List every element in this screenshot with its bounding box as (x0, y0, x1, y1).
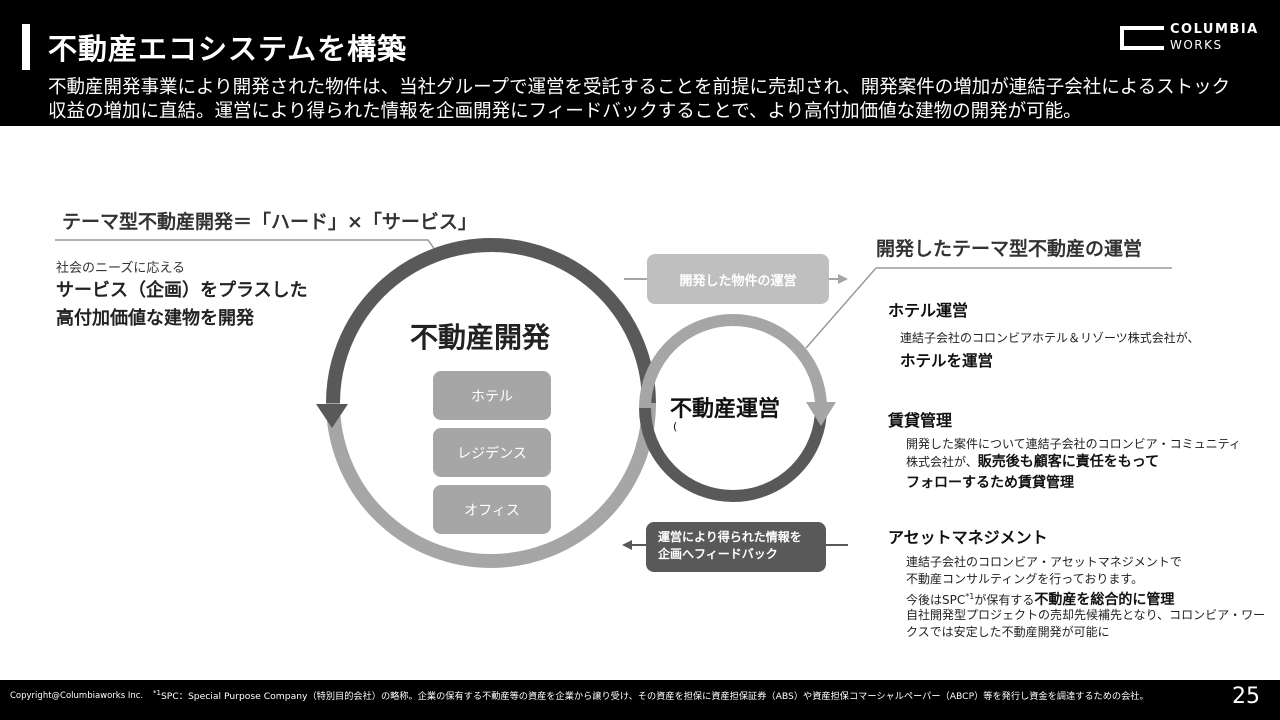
asset-desc-3-mid: が保有する (974, 593, 1035, 607)
page-title: 不動産エコシステムを構築 (48, 32, 408, 66)
lead-text: 不動産開発事業により開発された物件は、当社グループで運営を受託することを前提に売… (48, 77, 1231, 122)
header-band (0, 0, 1280, 126)
asset-footnote-ref: *1 (965, 592, 975, 601)
feedback-line-1: 運営により得られた情報を (658, 530, 802, 544)
service-line-2: 高付加価値な建物を開発 (56, 308, 254, 329)
feedback-line-2: 企画へフィードバック (658, 547, 778, 561)
asset-section-title: アセットマネジメント (888, 528, 1048, 547)
hotel-emphasis: ホテルを運営 (900, 352, 994, 370)
asset-desc-5: クスでは安定した不動産開発が可能に (906, 625, 1110, 639)
asset-desc-3-plain: 今後はSPC (906, 593, 966, 607)
footnote: *1SPC：Special Purpose Company（特別目的会社）の略称… (153, 688, 1149, 702)
needs-label: 社会のニーズに応える (56, 261, 185, 276)
right-connector (805, 267, 877, 349)
type-residence-pill: レジデンス (433, 428, 551, 477)
rental-desc-2: 株式会社が、販売後も顧客に責任をもって (906, 454, 1159, 471)
right-heading: 開発したテーマ型不動産の運営 (876, 238, 1143, 260)
asset-desc-3-bold: 不動産を総合的に管理 (1034, 592, 1175, 608)
hotel-section-title: ホテル運営 (888, 301, 969, 320)
asset-desc-4: 自社開発型プロジェクトの売却先候補先となり、コロンビア・ワー (906, 608, 1266, 622)
rental-desc-2-plain: 株式会社が、 (906, 455, 978, 469)
development-title: 不動産開発 (410, 321, 551, 354)
flow-arrow-right-icon (838, 274, 848, 284)
operation-title: 不動産運営 (670, 397, 781, 422)
operation-arrowhead-icon (806, 402, 836, 426)
page-number: 25 (1232, 684, 1260, 709)
service-line-1: サービス（企画）をプラスした (56, 280, 308, 301)
operation-subtext: ( (673, 420, 678, 433)
rental-desc-2-bold: 販売後も顧客に責任をもって (977, 454, 1160, 470)
flow-badge-operation: 開発した物件の運営 (647, 254, 829, 304)
logo-mark-icon (1120, 26, 1164, 50)
company-logo: COLUMBIA WORKS (1120, 22, 1260, 54)
development-arrowhead-icon (316, 404, 348, 428)
asset-desc-2: 不動産コンサルティングを行っております。 (906, 572, 1144, 586)
hotel-desc: 連結子会社のコロンビアホテル＆リゾーツ株式会社が、 (900, 331, 1200, 345)
asset-desc-3: 今後はSPC*1が保有する不動産を総合的に管理 (906, 588, 1174, 609)
flow-badge-feedback: 運営により得られた情報を 企画へフィードバック (646, 522, 826, 572)
rental-desc-3: フォローするため賃貸管理 (906, 475, 1074, 491)
operation-ring-light (639, 314, 827, 409)
logo-line1: COLUMBIA (1170, 22, 1259, 37)
type-office-pill: オフィス (433, 485, 551, 534)
operation-ring-dark (639, 407, 827, 502)
logo-line2: WORKS (1170, 38, 1223, 52)
asset-desc-1: 連結子会社のコロンビア・アセットマネジメントで (906, 555, 1182, 569)
copyright: Copyright@Columbiaworks Inc. (10, 691, 144, 701)
left-heading: テーマ型不動産開発＝「ハード」×「サービス」 (62, 211, 477, 233)
rental-desc-1: 開発した案件について連結子会社のコロンビア・コミュニティ (906, 437, 1241, 451)
left-heading-rule (55, 239, 439, 255)
title-accent-bar (22, 24, 30, 70)
footnote-marker: *1 (153, 688, 161, 697)
rental-section-title: 賃貸管理 (888, 411, 953, 430)
development-ring-light (326, 402, 656, 568)
type-hotel-pill: ホテル (433, 371, 551, 420)
footer-band (0, 680, 1280, 720)
flow-arrow-left-icon (622, 540, 632, 550)
development-ring-dark (326, 238, 656, 404)
footnote-text: SPC：Special Purpose Company（特別目的会社）の略称。企… (160, 691, 1149, 702)
